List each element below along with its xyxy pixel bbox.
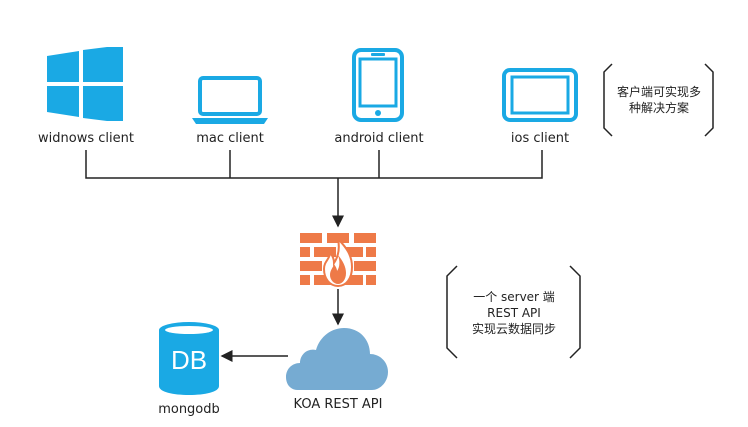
cloud-icon: [286, 328, 388, 390]
right-bracket-icon: [569, 265, 581, 359]
client-label-ios: ios client: [510, 131, 570, 146]
database-icon-text: DB: [170, 345, 208, 375]
server-label: KOA REST API: [293, 397, 383, 412]
server-note-line-3: 实现云数据同步: [471, 322, 556, 336]
client-note-line-1: 客户端可实现多: [616, 85, 701, 99]
windows-logo-icon: [47, 47, 123, 121]
laptop-icon: [192, 76, 268, 124]
database-label: mongodb: [158, 402, 220, 417]
client-bus-line: [85, 150, 543, 179]
database-icon: [159, 322, 219, 395]
smartphone-icon: [352, 48, 404, 122]
client-label-android: android client: [334, 131, 424, 146]
client-label-mac: mac client: [196, 131, 264, 146]
client-note-line-2: 种解决方案: [628, 101, 689, 115]
left-bracket-icon: [446, 265, 458, 359]
client-note: 客户端可实现多 种解决方案: [611, 84, 707, 116]
server-note-line-1: 一个 server 端: [473, 290, 555, 304]
firewall-icon: [300, 233, 376, 287]
tablet-icon: [502, 68, 578, 122]
server-note: 一个 server 端 REST API 实现云数据同步: [456, 289, 572, 337]
client-label-windows: widnows client: [38, 131, 134, 146]
left-bracket-icon: [603, 63, 613, 137]
server-note-line-2: REST API: [487, 306, 541, 320]
right-bracket-icon: [704, 63, 714, 137]
